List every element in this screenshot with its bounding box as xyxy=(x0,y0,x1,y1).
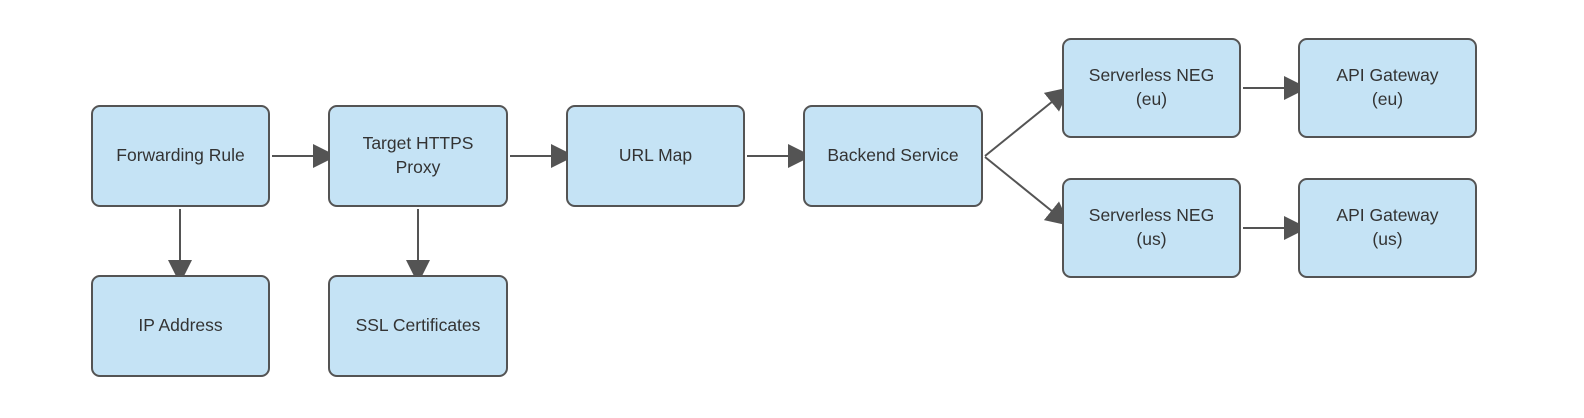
node-forwarding-rule: Forwarding Rule xyxy=(91,105,270,207)
node-serverless-neg-us: Serverless NEG (us) xyxy=(1062,178,1241,278)
node-api-gateway-us: API Gateway (us) xyxy=(1298,178,1477,278)
edge-backend-service-to-serverless-neg-us xyxy=(984,156,1071,226)
node-api-gateway-eu: API Gateway (eu) xyxy=(1298,38,1477,138)
node-backend-service: Backend Service xyxy=(803,105,983,207)
node-url-map: URL Map xyxy=(566,105,745,207)
edge-backend-service-to-serverless-neg-eu xyxy=(984,87,1071,157)
node-ip-address: IP Address xyxy=(91,275,270,377)
node-ssl-certificates: SSL Certificates xyxy=(328,275,508,377)
node-serverless-neg-eu: Serverless NEG (eu) xyxy=(1062,38,1241,138)
node-target-https-proxy: Target HTTPS Proxy xyxy=(328,105,508,207)
